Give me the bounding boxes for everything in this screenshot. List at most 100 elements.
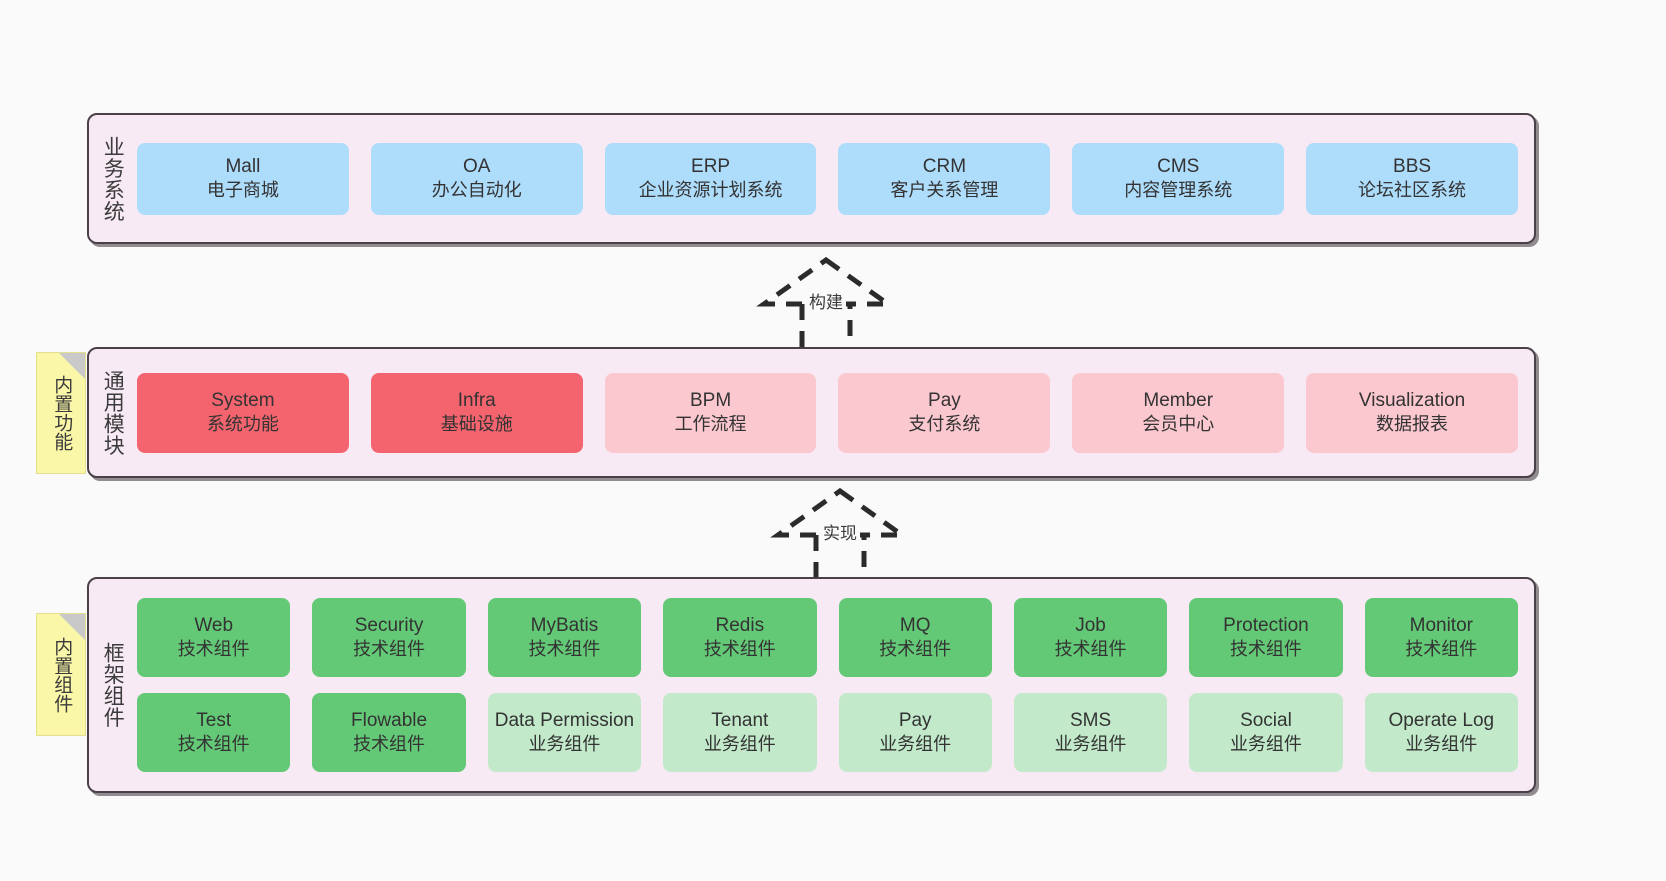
business-system-row: Mall 电子商城 OA 办公自动化 ERP 企业资源计划系统 CRM 客户关系… [137, 142, 1518, 215]
box-flowable-title: Flowable [351, 709, 428, 731]
box-mq[interactable]: MQ 技术组件 [838, 598, 992, 677]
box-data-permission[interactable]: Data Permission 业务组件 [487, 693, 642, 772]
box-visualization-subtitle: 数据报表 [1376, 414, 1449, 435]
framework-business-row: Test 技术组件 Flowable 技术组件 Data Permission … [137, 693, 1518, 772]
box-system-title: System [211, 389, 275, 411]
box-erp-title: ERP [691, 155, 731, 177]
common-module-panel: 通用模块 System 系统功能 Infra 基础设施 BPM 工作流程 Pay… [87, 347, 1536, 478]
common-module-panel-label: 通用模块 [101, 369, 125, 456]
box-flowable[interactable]: Flowable 技术组件 [312, 693, 466, 772]
box-crm-subtitle: 客户关系管理 [890, 180, 999, 201]
builtin-function-note: 内置功能 [36, 352, 86, 474]
box-web-subtitle: 技术组件 [177, 639, 250, 660]
box-bpm[interactable]: BPM 工作流程 [604, 372, 817, 453]
box-oa[interactable]: OA 办公自动化 [370, 142, 583, 215]
box-cms-subtitle: 内容管理系统 [1124, 180, 1233, 201]
box-erp[interactable]: ERP 企业资源计划系统 [604, 142, 817, 215]
realize-connector: 实现 [750, 487, 930, 583]
box-test-title: Test [196, 709, 232, 731]
box-operate-log-title: Operate Log [1388, 709, 1495, 731]
box-bbs-subtitle: 论坛社区系统 [1358, 180, 1467, 201]
box-system-subtitle: 系统功能 [206, 414, 279, 435]
box-cms-title: CMS [1157, 155, 1200, 177]
box-test-subtitle: 技术组件 [177, 734, 250, 755]
framework-component-panel-label: 框架组件 [101, 642, 125, 728]
box-mybatis-title: MyBatis [530, 614, 599, 636]
box-job-title: Job [1075, 614, 1106, 636]
box-monitor-title: Monitor [1409, 614, 1473, 636]
box-security-subtitle: 技术组件 [353, 639, 426, 660]
box-crm-title: CRM [922, 155, 967, 177]
box-pay-component[interactable]: Pay 业务组件 [838, 693, 992, 772]
box-operate-log[interactable]: Operate Log 业务组件 [1364, 693, 1518, 772]
business-system-panel-body: Mall 电子商城 OA 办公自动化 ERP 企业资源计划系统 CRM 客户关系… [135, 115, 1534, 242]
box-monitor-subtitle: 技术组件 [1405, 639, 1478, 660]
builtin-function-note-label: 内置功能 [51, 375, 73, 451]
build-connector-label: 构建 [806, 288, 846, 313]
box-pay-component-title: Pay [898, 709, 932, 731]
box-web-title: Web [194, 614, 234, 636]
box-monitor[interactable]: Monitor 技术组件 [1364, 598, 1518, 677]
common-module-panel-body: System 系统功能 Infra 基础设施 BPM 工作流程 Pay 支付系统… [135, 349, 1534, 476]
builtin-component-note-label: 内置组件 [51, 636, 73, 713]
box-mall-title: Mall [225, 155, 261, 177]
box-tenant[interactable]: Tenant 业务组件 [663, 693, 817, 772]
box-sms-title: SMS [1069, 709, 1112, 731]
box-system[interactable]: System 系统功能 [137, 372, 349, 453]
box-bpm-title: BPM [689, 389, 732, 411]
box-bbs[interactable]: BBS 论坛社区系统 [1306, 142, 1518, 215]
box-pay-module-title: Pay [928, 389, 961, 411]
box-redis-title: Redis [715, 614, 765, 636]
box-mall[interactable]: Mall 电子商城 [137, 142, 349, 215]
box-cms[interactable]: CMS 内容管理系统 [1072, 142, 1285, 215]
framework-component-panel: 框架组件 Web 技术组件 Security 技术组件 MyBatis 技术组件… [87, 577, 1536, 793]
box-protection-subtitle: 技术组件 [1229, 639, 1302, 660]
framework-tech-row: Web 技术组件 Security 技术组件 MyBatis 技术组件 Redi… [137, 598, 1518, 677]
box-job-subtitle: 技术组件 [1054, 639, 1127, 660]
box-data-permission-subtitle: 业务组件 [528, 734, 601, 755]
box-crm[interactable]: CRM 客户关系管理 [838, 142, 1051, 215]
business-system-panel-label: 业务系统 [101, 135, 125, 222]
box-pay-component-subtitle: 业务组件 [879, 734, 952, 755]
box-social-subtitle: 业务组件 [1229, 734, 1302, 755]
box-infra-subtitle: 基础设施 [440, 414, 513, 435]
box-protection-title: Protection [1223, 614, 1309, 636]
box-test[interactable]: Test 技术组件 [137, 693, 291, 772]
box-oa-subtitle: 办公自动化 [431, 180, 522, 201]
box-erp-subtitle: 企业资源计划系统 [638, 180, 783, 201]
box-job[interactable]: Job 技术组件 [1013, 598, 1168, 677]
box-bbs-title: BBS [1393, 155, 1432, 177]
box-pay-module[interactable]: Pay 支付系统 [838, 372, 1051, 453]
box-social-title: Social [1240, 709, 1292, 731]
box-web[interactable]: Web 技术组件 [137, 598, 291, 677]
box-tenant-subtitle: 业务组件 [703, 734, 776, 755]
box-mybatis[interactable]: MyBatis 技术组件 [487, 598, 642, 677]
box-member-subtitle: 会员中心 [1142, 414, 1215, 435]
box-social[interactable]: Social 业务组件 [1189, 693, 1343, 772]
box-infra[interactable]: Infra 基础设施 [370, 372, 583, 453]
realize-connector-label: 实现 [820, 519, 860, 544]
box-member-title: Member [1143, 389, 1214, 411]
box-pay-module-subtitle: 支付系统 [908, 414, 981, 435]
box-visualization-title: Visualization [1358, 389, 1466, 411]
build-connector: 构建 [736, 256, 916, 352]
box-operate-log-subtitle: 业务组件 [1405, 734, 1478, 755]
box-infra-title: Infra [457, 389, 496, 411]
builtin-component-note: 内置组件 [36, 613, 86, 736]
box-oa-title: OA [463, 155, 491, 177]
framework-component-panel-body: Web 技术组件 Security 技术组件 MyBatis 技术组件 Redi… [135, 579, 1534, 791]
box-visualization[interactable]: Visualization 数据报表 [1306, 372, 1518, 453]
box-redis-subtitle: 技术组件 [703, 639, 776, 660]
box-sms[interactable]: SMS 业务组件 [1013, 693, 1168, 772]
box-sms-subtitle: 业务组件 [1054, 734, 1127, 755]
box-mybatis-subtitle: 技术组件 [528, 639, 601, 660]
box-protection[interactable]: Protection 技术组件 [1189, 598, 1343, 677]
box-security[interactable]: Security 技术组件 [312, 598, 466, 677]
box-mq-title: MQ [899, 614, 931, 636]
box-mq-subtitle: 技术组件 [879, 639, 952, 660]
box-member[interactable]: Member 会员中心 [1072, 372, 1285, 453]
common-module-row: System 系统功能 Infra 基础设施 BPM 工作流程 Pay 支付系统… [137, 372, 1518, 453]
box-redis[interactable]: Redis 技术组件 [663, 598, 817, 677]
box-mall-subtitle: 电子商城 [206, 180, 279, 201]
